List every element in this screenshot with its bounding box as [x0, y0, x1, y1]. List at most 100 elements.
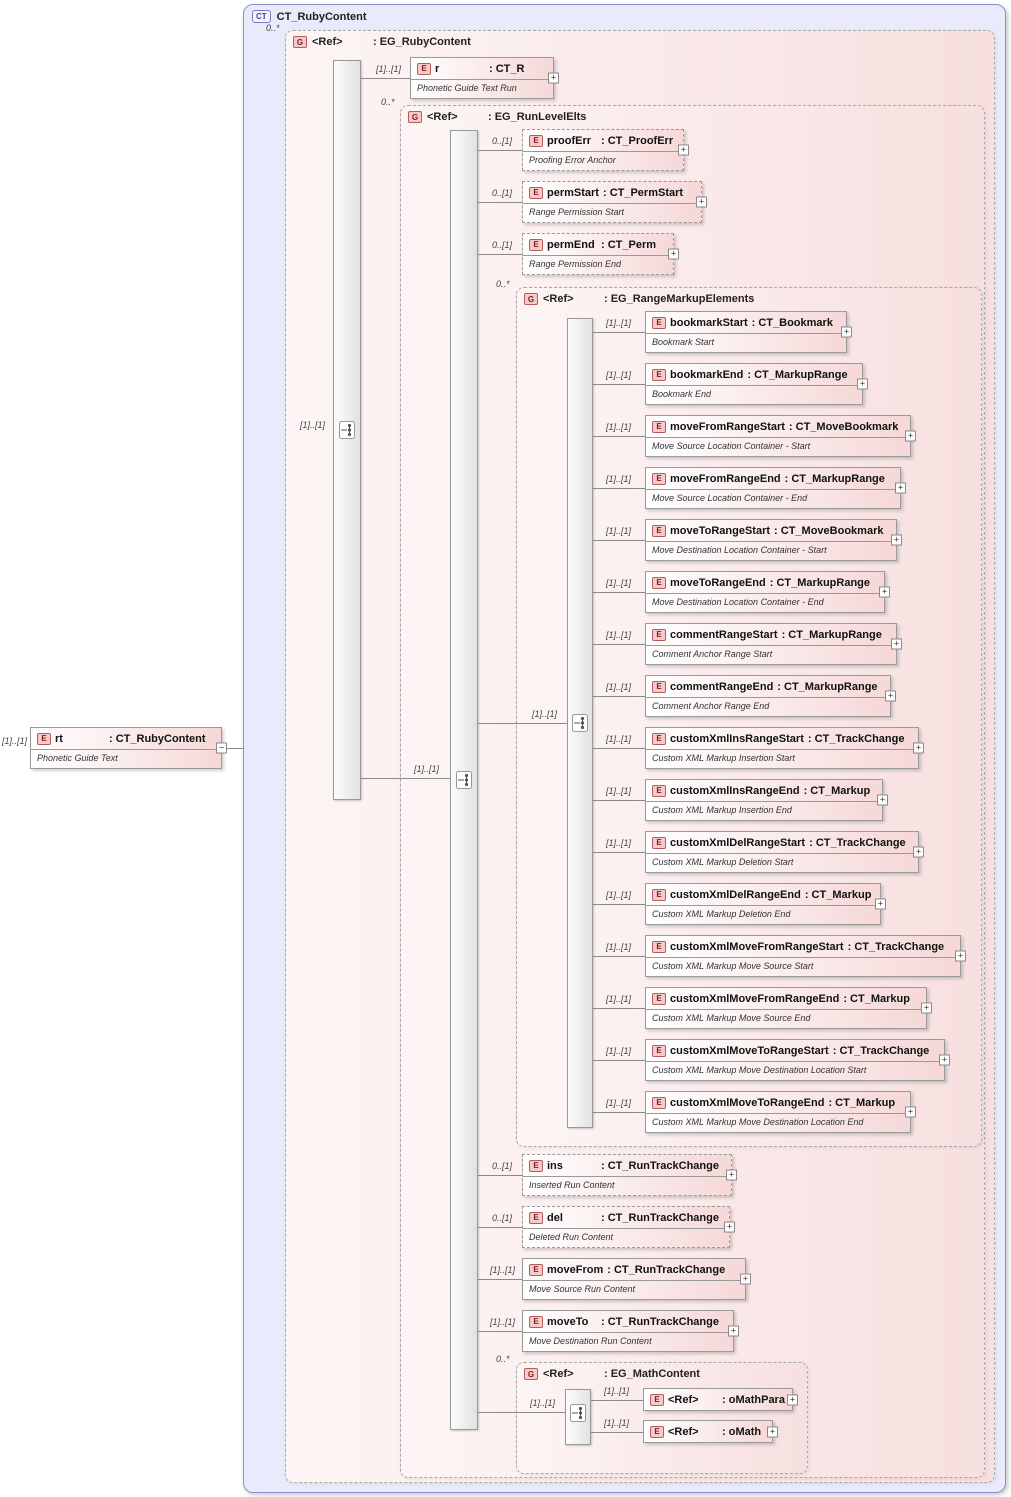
- element-type: : CT_TrackChange: [807, 733, 905, 745]
- element-annotation: Custom XML Markup Insertion End: [646, 801, 882, 820]
- element-icon: E: [652, 421, 666, 433]
- element-type: : CT_PermStart: [602, 187, 684, 199]
- expand-icon[interactable]: +: [877, 794, 888, 806]
- expand-icon[interactable]: +: [740, 1273, 751, 1285]
- expand-icon[interactable]: +: [921, 1002, 932, 1014]
- expand-icon[interactable]: +: [891, 638, 902, 650]
- cardinality-label: [1]..[1]: [606, 1098, 632, 1108]
- expand-icon[interactable]: +: [767, 1426, 778, 1437]
- complex-type-icon: CT: [252, 10, 271, 23]
- group-eg-mathcontent[interactable]: G <Ref> : EG_MathContent: [516, 1362, 808, 1474]
- connector-line: [591, 1432, 643, 1433]
- element-ref-oMath[interactable]: E<Ref>: oMath +: [643, 1420, 778, 1443]
- connector-line: [593, 540, 645, 541]
- cardinality-label: [1]..[1]: [604, 1418, 630, 1428]
- expand-icon[interactable]: +: [879, 586, 890, 598]
- cardinality-label: [1]..[1]: [376, 64, 402, 74]
- cardinality-label: [1]..[1]: [606, 578, 632, 588]
- element-name: moveFrom: [547, 1264, 604, 1276]
- element-type: : oMath: [722, 1426, 762, 1438]
- expand-icon[interactable]: +: [885, 690, 896, 702]
- expand-icon[interactable]: +: [857, 378, 868, 390]
- cardinality-label: 0..[1]: [492, 1213, 513, 1223]
- element-name: moveTo: [547, 1316, 589, 1328]
- element-annotation: Custom XML Markup Move Source End: [646, 1009, 926, 1028]
- cardinality-label: [1]..[1]: [606, 1046, 632, 1056]
- expand-icon[interactable]: +: [696, 196, 707, 208]
- sequence-model-icon: [456, 771, 472, 789]
- element-icon: E: [529, 1316, 543, 1328]
- element-ref-oMathPara[interactable]: E<Ref>: oMathPara +: [643, 1388, 798, 1411]
- expand-icon[interactable]: +: [895, 482, 906, 494]
- expand-icon[interactable]: +: [548, 72, 559, 84]
- element-name: customXmlMoveToRangeEnd: [670, 1097, 825, 1109]
- connector-line: [478, 1227, 522, 1228]
- cardinality-label: [1]..[1]: [530, 1398, 556, 1408]
- element-name: ins: [547, 1160, 563, 1172]
- element-name: permStart: [547, 187, 599, 199]
- expand-icon[interactable]: +: [787, 1394, 798, 1405]
- connector-line: [361, 78, 410, 79]
- group-ref-name: <Ref>: [312, 36, 343, 48]
- element-icon: E: [650, 1394, 664, 1406]
- element-type: : oMathPara: [722, 1394, 785, 1406]
- collapse-icon[interactable]: −: [216, 742, 227, 754]
- expand-icon[interactable]: +: [841, 326, 852, 338]
- complex-type-title: CT_RubyContent: [276, 10, 367, 23]
- sequence-model-icon: [570, 1404, 586, 1422]
- expand-icon[interactable]: +: [726, 1169, 737, 1181]
- group-header: G <Ref> : EG_RubyContent: [286, 31, 994, 53]
- expand-icon[interactable]: +: [891, 534, 902, 546]
- expand-icon[interactable]: +: [955, 950, 966, 962]
- element-icon: E: [652, 369, 666, 381]
- element-annotation: Inserted Run Content: [523, 1176, 731, 1195]
- expand-icon[interactable]: +: [913, 846, 924, 858]
- element-icon: E: [529, 239, 543, 251]
- connector-line: [593, 436, 645, 437]
- expand-icon[interactable]: +: [905, 430, 916, 442]
- connector-line: [593, 904, 645, 905]
- expand-icon[interactable]: +: [728, 1325, 739, 1337]
- group-ref-name: <Ref>: [427, 111, 458, 123]
- expand-icon[interactable]: +: [905, 1106, 916, 1118]
- cardinality-label: [1]..[1]: [490, 1265, 516, 1275]
- expand-icon[interactable]: +: [668, 248, 679, 260]
- expand-icon[interactable]: +: [678, 144, 689, 156]
- expand-icon[interactable]: +: [875, 898, 886, 910]
- element-type: : CT_MarkupRange: [747, 369, 848, 381]
- element-annotation: Range Permission Start: [523, 203, 701, 222]
- expand-icon[interactable]: +: [913, 742, 924, 754]
- element-icon: E: [529, 187, 543, 199]
- element-name: moveFromRangeStart: [670, 421, 785, 433]
- element-name: customXmlMoveToRangeStart: [670, 1045, 829, 1057]
- element-annotation: Phonetic Guide Text: [31, 749, 221, 768]
- expand-icon[interactable]: +: [724, 1221, 735, 1233]
- expand-icon[interactable]: +: [939, 1054, 950, 1066]
